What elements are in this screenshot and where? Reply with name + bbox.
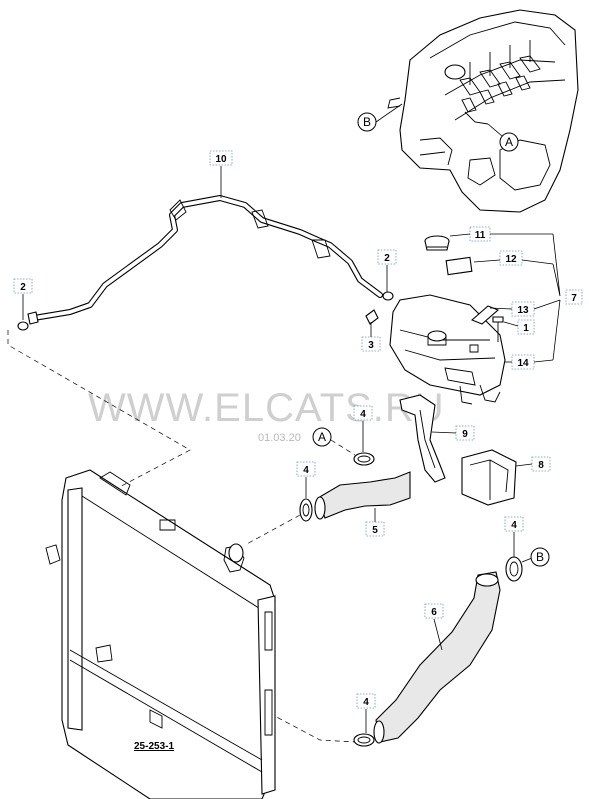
label-6: 6 xyxy=(431,607,437,618)
label-11: 11 xyxy=(475,230,486,241)
label-14: 14 xyxy=(517,358,529,369)
label-10: 10 xyxy=(215,154,227,165)
bracket-9 xyxy=(399,394,446,483)
label-4-right: 4 xyxy=(511,520,517,531)
label-4-upper: 4 xyxy=(360,409,366,420)
watermark-text: WWW.ELCATS.RU xyxy=(88,386,445,430)
hose-clamp-4-upper xyxy=(353,452,375,466)
label-9: 9 xyxy=(462,429,468,440)
hose-clamp-4-right xyxy=(505,556,523,582)
clamp-2-left xyxy=(17,321,29,331)
label-7: 7 xyxy=(571,293,577,304)
engine-block xyxy=(387,9,579,213)
hose-clamp-4-lower xyxy=(353,733,375,747)
label-2-left: 2 xyxy=(20,282,26,293)
label-4-lower: 4 xyxy=(363,697,369,708)
callout-b-engine: B xyxy=(363,115,371,129)
warning-label-sticker xyxy=(445,256,473,276)
reference-25-253-1[interactable]: 25-253-1 xyxy=(134,741,174,752)
callout-b-hose: B xyxy=(536,550,544,564)
label-1: 1 xyxy=(523,323,529,334)
label-3: 3 xyxy=(368,340,374,351)
callout-a-engine: A xyxy=(505,135,513,149)
label-2-right: 2 xyxy=(384,253,390,264)
radiator-inlet-hose-5 xyxy=(314,471,411,520)
grommet-3 xyxy=(365,309,379,325)
bracket-8 xyxy=(461,449,517,506)
reservoir-cap xyxy=(424,235,450,251)
clamp-2-right xyxy=(382,291,394,301)
label-12: 12 xyxy=(505,254,517,265)
label-5: 5 xyxy=(372,525,378,536)
hose-clamp-4-mid xyxy=(299,498,313,522)
label-13: 13 xyxy=(517,305,529,316)
label-8: 8 xyxy=(538,460,544,471)
bolt-1 xyxy=(492,316,504,323)
watermark-date: 01.03.20 xyxy=(258,432,301,444)
coolant-pipe xyxy=(27,195,383,325)
label-4-mid: 4 xyxy=(303,465,309,476)
callout-a-hose: A xyxy=(318,430,326,444)
bracket-13 xyxy=(470,305,500,325)
radiator-outlet-hose-6 xyxy=(373,571,501,744)
radiator xyxy=(45,469,276,799)
